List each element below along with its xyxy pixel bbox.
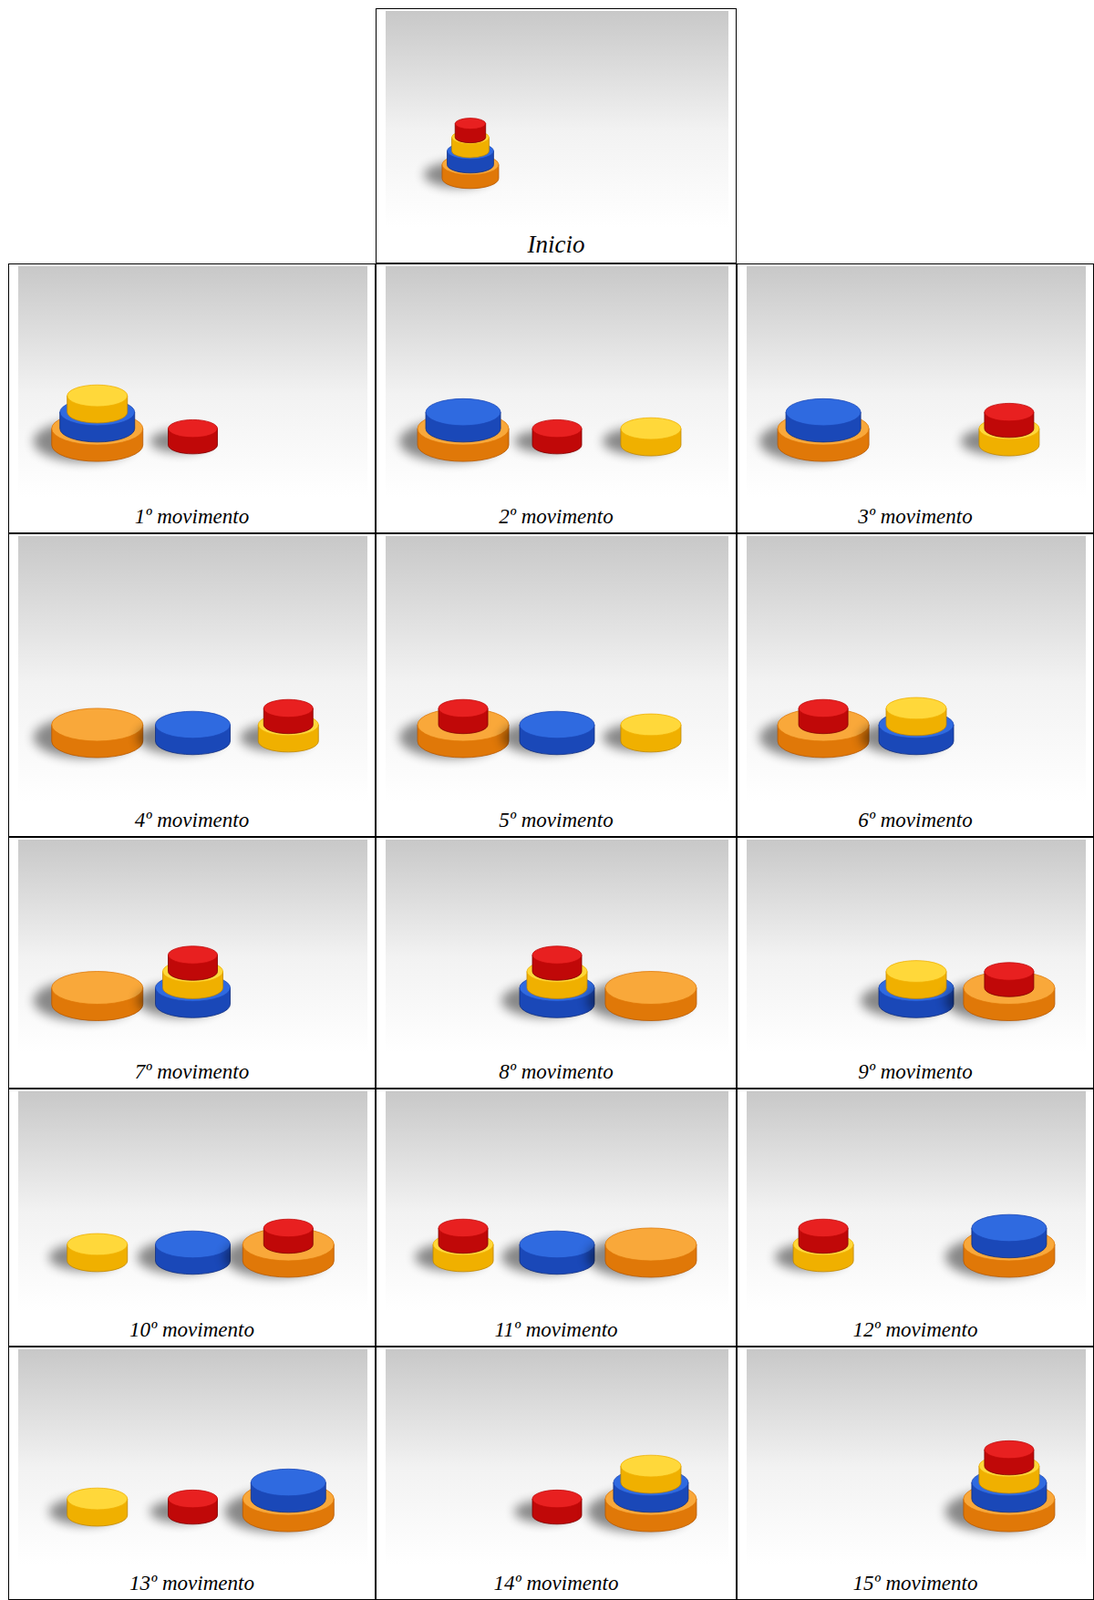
move-caption: 8º movimento: [376, 1060, 736, 1084]
hanoi-illustration: [376, 1347, 737, 1600]
move-caption: 4º movimento: [9, 808, 375, 833]
hanoi-illustration: [737, 534, 1094, 837]
hanoi-illustration: [9, 1089, 376, 1347]
hanoi-illustration: [376, 837, 737, 1089]
move-caption: 12º movimento: [737, 1318, 1094, 1342]
move-panel: 1º movimento: [8, 263, 376, 534]
move-caption: 13º movimento: [9, 1571, 375, 1596]
move-panel: Inicio: [375, 8, 737, 264]
hanoi-illustration: [9, 534, 376, 837]
hanoi-illustration: [9, 1347, 376, 1600]
move-caption: 9º movimento: [737, 1060, 1094, 1084]
hanoi-illustration: [737, 1347, 1094, 1600]
move-caption: 7º movimento: [9, 1060, 375, 1084]
move-panel: 9º movimento: [736, 836, 1094, 1089]
move-caption: 14º movimento: [376, 1571, 736, 1596]
move-panel: 5º movimento: [375, 533, 737, 837]
hanoi-illustration: [737, 1089, 1094, 1347]
hanoi-illustration: [376, 9, 737, 264]
move-panel: 11º movimento: [375, 1088, 737, 1347]
move-panel: 14º movimento: [375, 1346, 737, 1600]
move-caption: 10º movimento: [9, 1318, 375, 1342]
hanoi-illustration: [737, 264, 1094, 534]
move-panel: 12º movimento: [736, 1088, 1094, 1347]
move-panel: 13º movimento: [8, 1346, 376, 1600]
move-caption: Inicio: [376, 230, 736, 259]
move-caption: 3º movimento: [737, 505, 1094, 529]
move-panel: 8º movimento: [375, 836, 737, 1089]
move-caption: 11º movimento: [376, 1318, 736, 1342]
hanoi-illustration: [376, 264, 737, 534]
hanoi-illustration: [376, 534, 737, 837]
move-panel: 4º movimento: [8, 533, 376, 837]
move-panel: 10º movimento: [8, 1088, 376, 1347]
move-panel: 7º movimento: [8, 836, 376, 1089]
move-caption: 15º movimento: [737, 1571, 1094, 1596]
hanoi-illustration: [9, 264, 376, 534]
move-caption: 5º movimento: [376, 808, 736, 833]
move-caption: 2º movimento: [376, 505, 736, 529]
move-caption: 6º movimento: [737, 808, 1094, 833]
move-panel: 6º movimento: [736, 533, 1094, 837]
hanoi-illustration: [376, 1089, 737, 1347]
move-panel: 2º movimento: [375, 263, 737, 534]
hanoi-illustration: [9, 837, 376, 1089]
move-panel: 15º movimento: [736, 1346, 1094, 1600]
move-panel: 3º movimento: [736, 263, 1094, 534]
hanoi-illustration: [737, 837, 1094, 1089]
move-caption: 1º movimento: [9, 505, 375, 529]
